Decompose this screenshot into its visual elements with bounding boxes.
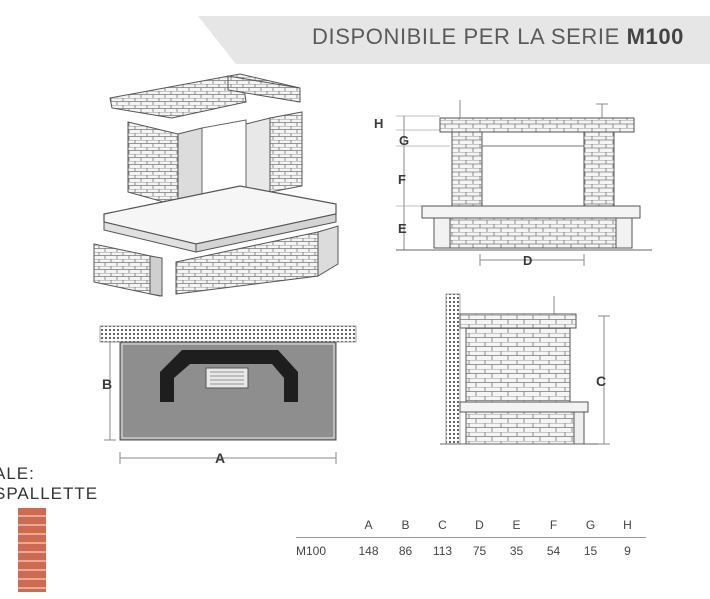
table-header-b: B (387, 513, 424, 538)
dim-label-d: D (523, 253, 532, 268)
dim-label-c: C (596, 373, 606, 389)
brick-material-swatch (18, 508, 46, 592)
dim-label-a: A (215, 450, 225, 466)
table-cell-f: 54 (546, 544, 561, 558)
dim-label-h: H (374, 116, 383, 131)
plan-view-drawing: B A (99, 325, 357, 466)
table-header-h: H (609, 513, 646, 538)
table-cell-d: 75 (472, 544, 487, 558)
table-header-c: C (424, 513, 461, 538)
side-elevation-drawing: C (440, 293, 610, 445)
table-header-f: F (535, 513, 572, 538)
table-corner (296, 513, 350, 538)
table-row-model: M100 (296, 544, 327, 558)
front-elevation-drawing: H G F E D (374, 100, 652, 268)
table-cell-h: 9 (624, 544, 631, 558)
exploded-isometric-drawing (93, 73, 339, 297)
banner-prefix: DISPONIBILE PER LA SERIE (312, 24, 627, 49)
table-cell-a: 148 (358, 544, 379, 558)
material-label: ALE: SPALLETTE (0, 464, 98, 504)
banner-title: DISPONIBILE PER LA SERIE M100 (312, 24, 684, 50)
banner-series: M100 (626, 24, 684, 49)
dim-label-e: E (398, 221, 407, 236)
dim-label-f: F (398, 172, 406, 187)
table-header-a: A (350, 513, 387, 538)
dim-label-g: G (399, 133, 409, 148)
dimensions-table: A B C D E F G H M100 148 86 113 75 35 54… (296, 513, 646, 564)
table-header-e: E (498, 513, 535, 538)
table-header-d: D (461, 513, 498, 538)
table-row: M100 148 86 113 75 35 54 15 9 (296, 538, 646, 565)
table-header-row: A B C D E F G H (296, 513, 646, 538)
table-cell-b: 86 (398, 544, 413, 558)
series-banner (198, 16, 710, 64)
table-cell-c: 113 (432, 544, 453, 558)
dim-label-b: B (102, 376, 112, 392)
table-cell-e: 35 (509, 544, 524, 558)
table-header-g: G (572, 513, 609, 538)
material-label-line2: SPALLETTE (0, 484, 99, 503)
material-label-line1: ALE: (0, 464, 35, 483)
table-cell-g: 15 (583, 544, 598, 558)
